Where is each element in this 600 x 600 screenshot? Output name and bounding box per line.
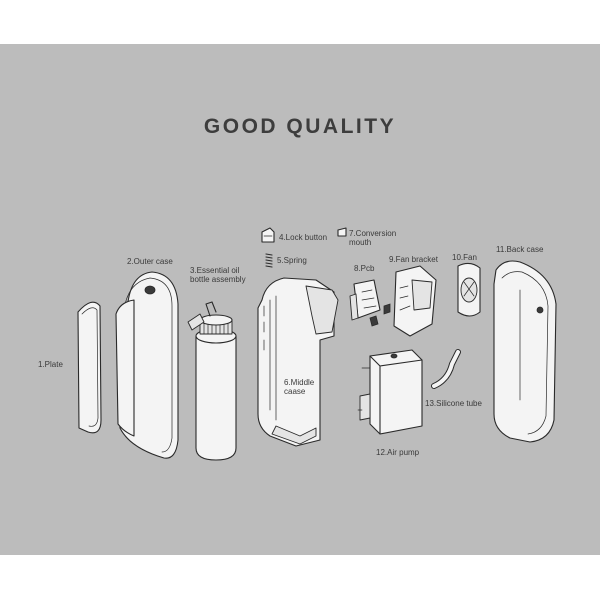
plate-part xyxy=(77,301,102,434)
back-case-label: 11.Back case xyxy=(496,245,544,254)
spring-label: 5.Spring xyxy=(277,256,307,265)
essential-oil-bottle-part xyxy=(187,301,237,461)
middle-case-part xyxy=(257,277,339,447)
middle-label-line-2: caase xyxy=(284,387,306,396)
pcb-part xyxy=(349,279,381,327)
lock-button-label: 4.Lock button xyxy=(279,233,328,242)
fan-part xyxy=(457,262,481,317)
page-title: GOOD QUALITY xyxy=(203,115,397,138)
outer-case-part xyxy=(115,271,179,459)
air-pump-label: 12.Air pump xyxy=(376,448,420,457)
bottle-label-line-2: bottle assembly xyxy=(190,275,246,284)
silicone-tube-label: 13.Silicone tube xyxy=(425,399,482,408)
outer-case-label: 2.Outer case xyxy=(127,257,173,266)
bottle-assembly-label: 3.Essential oil bottle assembly xyxy=(190,266,246,284)
back-case-part xyxy=(493,260,557,443)
conversion-mouth-label: 7.Conversion mouth xyxy=(349,229,396,247)
plate-label: 1.Plate xyxy=(38,360,63,369)
pcb-label: 8.Pcb xyxy=(354,264,375,273)
lock-button-part xyxy=(261,227,275,243)
fan-bracket-label: 9.Fan bracket xyxy=(389,255,438,264)
middle-label-line-1: 6.Middle xyxy=(284,378,315,387)
conversion-label-line-1: 7.Conversion xyxy=(349,229,397,238)
middle-case-label: 6.Middle caase xyxy=(284,378,314,396)
air-pump-part xyxy=(357,349,423,435)
silicone-tube-part xyxy=(431,349,461,389)
spring-part xyxy=(265,253,273,268)
conversion-mouth-part xyxy=(337,227,347,237)
bottle-label-line-1: 3.Essential oil xyxy=(190,266,240,275)
fan-label: 10.Fan xyxy=(452,253,477,262)
conversion-label-line-2: mouth xyxy=(349,238,372,247)
fan-bracket-part xyxy=(383,265,437,337)
